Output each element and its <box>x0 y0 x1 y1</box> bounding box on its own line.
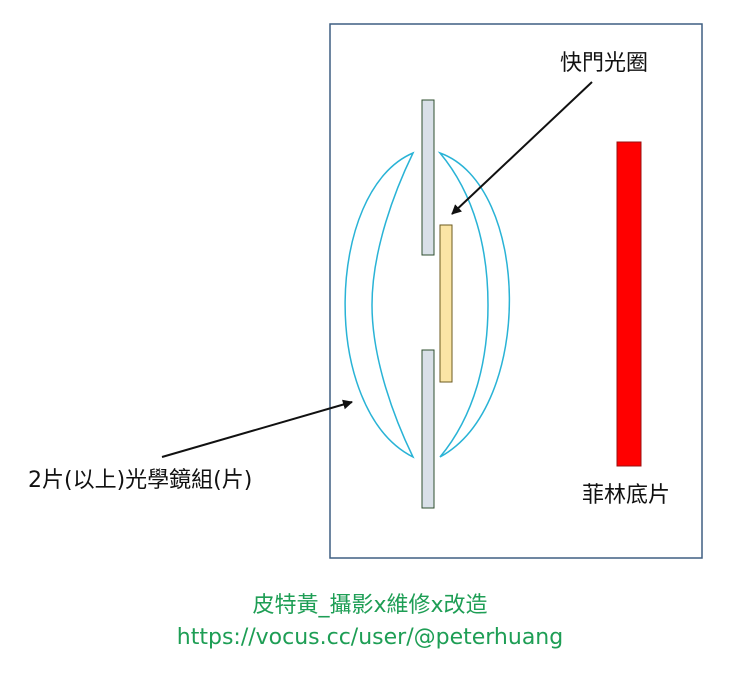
lens-callout-arrow <box>161 399 353 458</box>
shutter-callout-arrow <box>451 81 593 215</box>
lens-element-left <box>344 151 415 459</box>
shutter-aperture-label: 快門光圈 <box>560 51 648 76</box>
film-label: 菲林底片 <box>582 483 670 508</box>
aperture-plate-bottom <box>421 349 435 509</box>
lens-group-label: 2片(以上)光學鏡組(片) <box>28 468 252 493</box>
credit-title: 皮特黃_攝影x維修x改造 <box>252 593 488 618</box>
shutter-aperture-blade <box>439 224 453 383</box>
camera-body-frame <box>329 23 703 559</box>
credit-url[interactable]: https://vocus.cc/user/@peterhuang <box>176 625 564 650</box>
film-strip <box>616 141 642 467</box>
camera-optics-diagram: 快門光圈 2片(以上)光學鏡組(片) 菲林底片 <box>28 23 703 559</box>
aperture-plate-top <box>421 99 435 256</box>
lens-element-right <box>437 151 511 458</box>
